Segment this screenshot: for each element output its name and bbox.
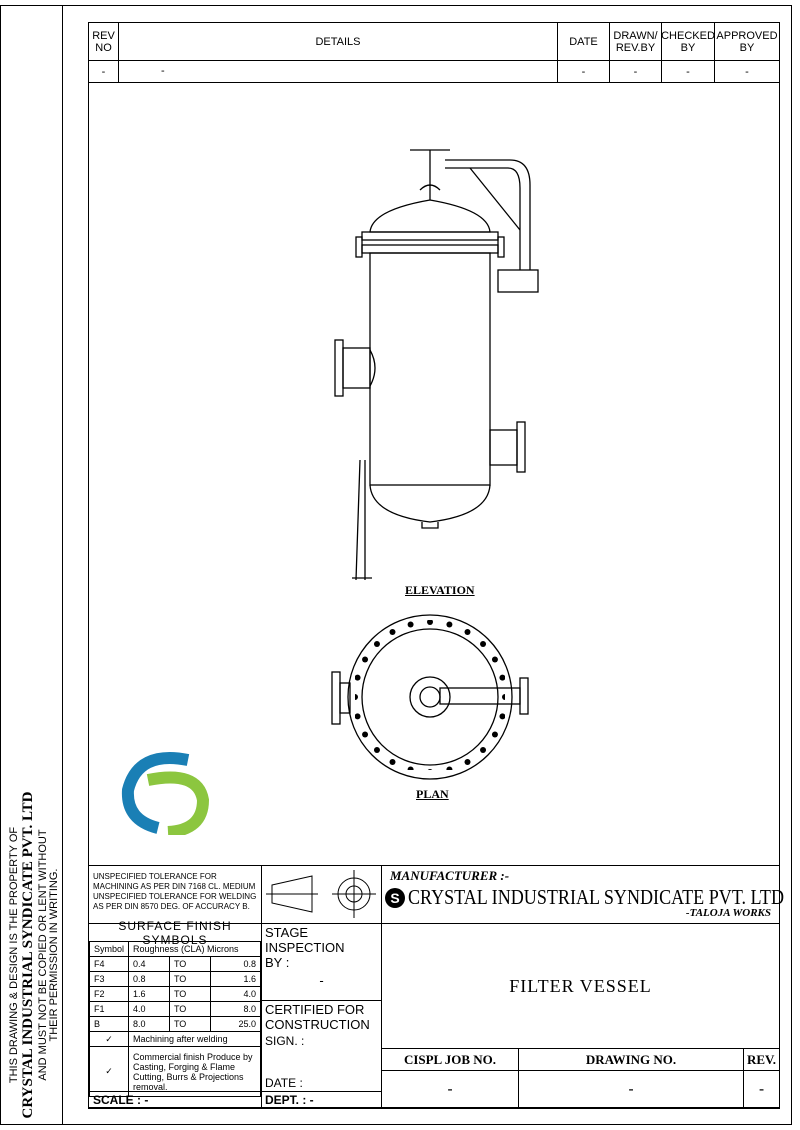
bolt-hole	[502, 694, 505, 700]
bolt-hole	[491, 656, 498, 663]
bolt-hole	[373, 640, 380, 647]
job-value: -	[381, 1070, 519, 1109]
finish-symbol: F2	[88, 986, 130, 1002]
manufacturer-block: MANUFACTURER :- S CRYSTAL INDUSTRIAL SYN…	[381, 865, 784, 924]
job-label: CISPL JOB NO.	[381, 1048, 519, 1071]
drawing-no-value: -	[518, 1070, 744, 1109]
bolt-hole	[362, 656, 369, 663]
bolt-hole	[446, 621, 453, 628]
vessel-drawing	[331, 149, 539, 780]
date-label: DATE :	[265, 1076, 303, 1090]
finish-symbol: B	[88, 1016, 130, 1032]
company-logo	[121, 752, 210, 835]
bolt-hole	[480, 747, 487, 754]
projection-symbol	[261, 865, 382, 924]
finish-symbol: F4	[88, 956, 130, 972]
bolt-hole	[464, 629, 471, 636]
scale: SCALE : -	[88, 1091, 262, 1109]
rev-value: -	[743, 1070, 780, 1109]
bolt-hole	[427, 769, 433, 770]
machining-note: Machining after welding	[128, 1031, 261, 1047]
approved-cell: -	[714, 60, 780, 83]
certified-block: CERTIFIED FOR CONSTRUCTION SIGN. : DATE …	[261, 1000, 382, 1092]
rev-label: REV.	[743, 1048, 780, 1071]
bolt-hole	[491, 731, 498, 738]
bolt-hole	[355, 694, 358, 700]
bolt-hole	[446, 766, 453, 770]
bolt-hole	[373, 747, 380, 754]
bolt-hole	[464, 758, 471, 765]
notice-strip	[0, 5, 63, 1125]
finish-symbol: F1	[88, 1001, 130, 1017]
tolerance-machining: UNSPECIFIED TOLERANCE FOR MACHINING AS P…	[93, 872, 256, 891]
sign-label: SIGN. :	[265, 1034, 305, 1048]
company-logo-icon: S	[385, 888, 405, 908]
bolt-hole	[427, 620, 433, 625]
elevation-view	[334, 149, 539, 581]
commercial-note: Commercial finish Produce by Casting, Fo…	[128, 1046, 261, 1097]
elevation-label: ELEVATION	[405, 583, 475, 597]
stage-inspection: STAGE INSPECTION BY : -	[261, 923, 382, 1001]
bolt-hole	[389, 629, 396, 636]
dept: DEPT. : -	[261, 1091, 382, 1109]
manufacturer-label: MANUFACTURER :-	[390, 868, 510, 883]
plan-label: PLAN	[416, 787, 449, 801]
bolt-hole	[480, 640, 487, 647]
bolt-circle	[355, 620, 505, 770]
check-icon: ✓	[88, 1046, 130, 1097]
tolerance-note: UNSPECIFIED TOLERANCE FOR MACHINING AS P…	[88, 865, 262, 924]
bolt-hole	[407, 766, 414, 770]
bolt-hole	[362, 731, 369, 738]
tolerance-welding: UNSPECIFIED TOLERANCE FOR WELDING AS PER…	[93, 892, 257, 911]
col-symbol: Symbol	[88, 941, 130, 957]
bolt-hole	[355, 674, 361, 681]
bolt-hole	[355, 713, 361, 720]
certified-label: CERTIFIED FOR CONSTRUCTION	[265, 1002, 370, 1032]
manufacturer-works: -TALOJA WORKS	[685, 907, 771, 919]
stage-value: -	[319, 973, 324, 988]
finish-symbol: F3	[88, 971, 130, 987]
surface-finish-title: SURFACE FINISH SYMBOLS	[118, 918, 232, 947]
drawing-no-label: DRAWING NO.	[518, 1048, 744, 1071]
plan-view	[331, 614, 529, 780]
bolt-hole	[499, 713, 505, 720]
bolt-hole	[389, 758, 396, 765]
manufacturer-name: CRYSTAL INDUSTRIAL SYNDICATE PVT. LTD	[408, 885, 784, 909]
stage-label: STAGE INSPECTION BY :	[265, 925, 345, 970]
check-icon: ✓	[88, 1031, 130, 1047]
drawing-title: FILTER VESSEL	[381, 923, 780, 1049]
bolt-hole	[499, 674, 505, 681]
bolt-hole	[407, 621, 414, 628]
